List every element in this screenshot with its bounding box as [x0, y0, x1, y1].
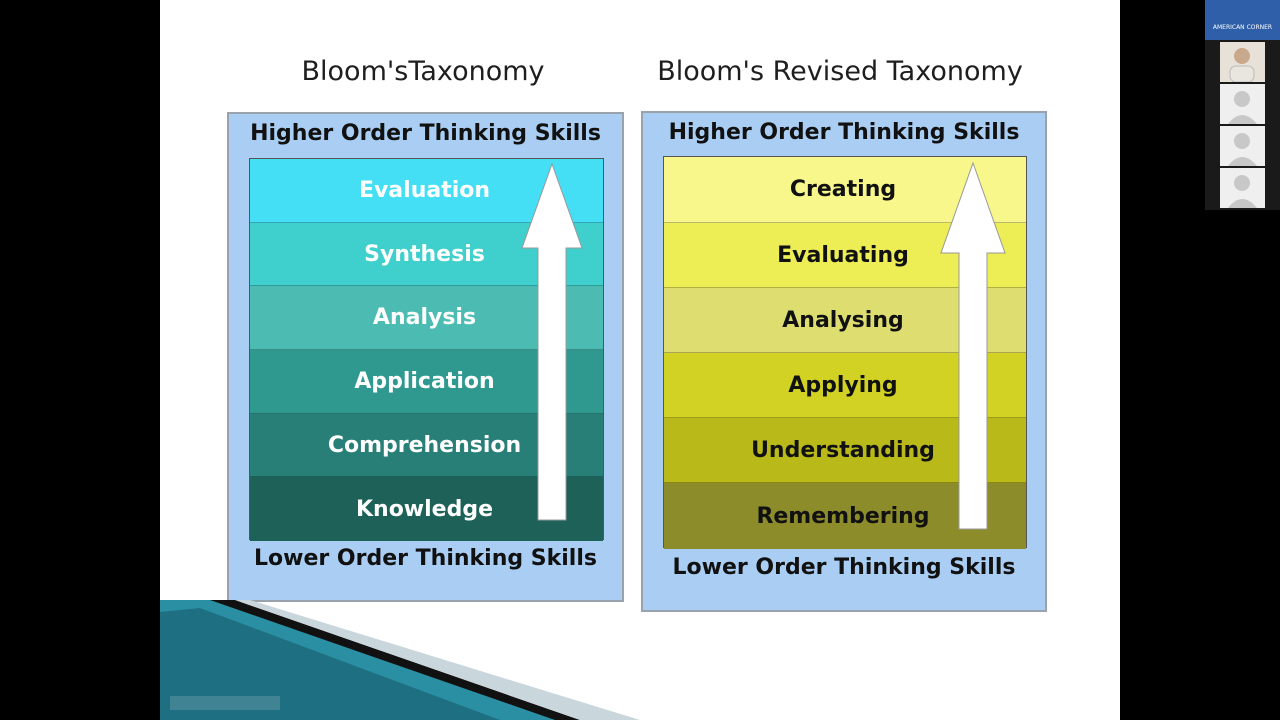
right-panel: Higher Order Thinking Skills Creating Ev…: [641, 111, 1047, 612]
slide: Bloom'sTaxonomy Bloom's Revised Taxonomy…: [160, 0, 1120, 720]
player-controls[interactable]: [170, 696, 280, 710]
left-lower-order-label: Lower Order Thinking Skills: [254, 546, 597, 571]
slide-decoration: [160, 600, 640, 720]
person-icon: [1229, 48, 1255, 83]
left-panel: Higher Order Thinking Skills Evaluation …: [227, 112, 624, 602]
right-level-stack: Creating Evaluating Analysing Applying U…: [663, 156, 1027, 549]
participant-tile[interactable]: [1220, 168, 1265, 208]
left-title: Bloom'sTaxonomy: [301, 56, 545, 87]
up-arrow-icon: [940, 161, 1006, 530]
right-lower-order-label: Lower Order Thinking Skills: [672, 555, 1016, 580]
participant-tile[interactable]: [1220, 84, 1265, 124]
banner-tile: AMERICAN CORNER: [1205, 0, 1280, 40]
participant-tile[interactable]: [1220, 126, 1265, 166]
avatar-placeholder-icon: [1228, 175, 1257, 208]
up-arrow-icon: [521, 162, 583, 521]
right-title: Bloom's Revised Taxonomy: [657, 56, 1023, 87]
avatar-placeholder-icon: [1228, 91, 1257, 124]
participant-video-tile[interactable]: [1220, 42, 1265, 83]
left-higher-order-label: Higher Order Thinking Skills: [250, 121, 601, 146]
participant-sidebar: AMERICAN CORNER: [1205, 0, 1280, 210]
left-level-stack: Evaluation Synthesis Analysis Applicatio…: [249, 158, 604, 541]
avatar-placeholder-icon: [1228, 133, 1257, 166]
right-higher-order-label: Higher Order Thinking Skills: [668, 120, 1020, 145]
